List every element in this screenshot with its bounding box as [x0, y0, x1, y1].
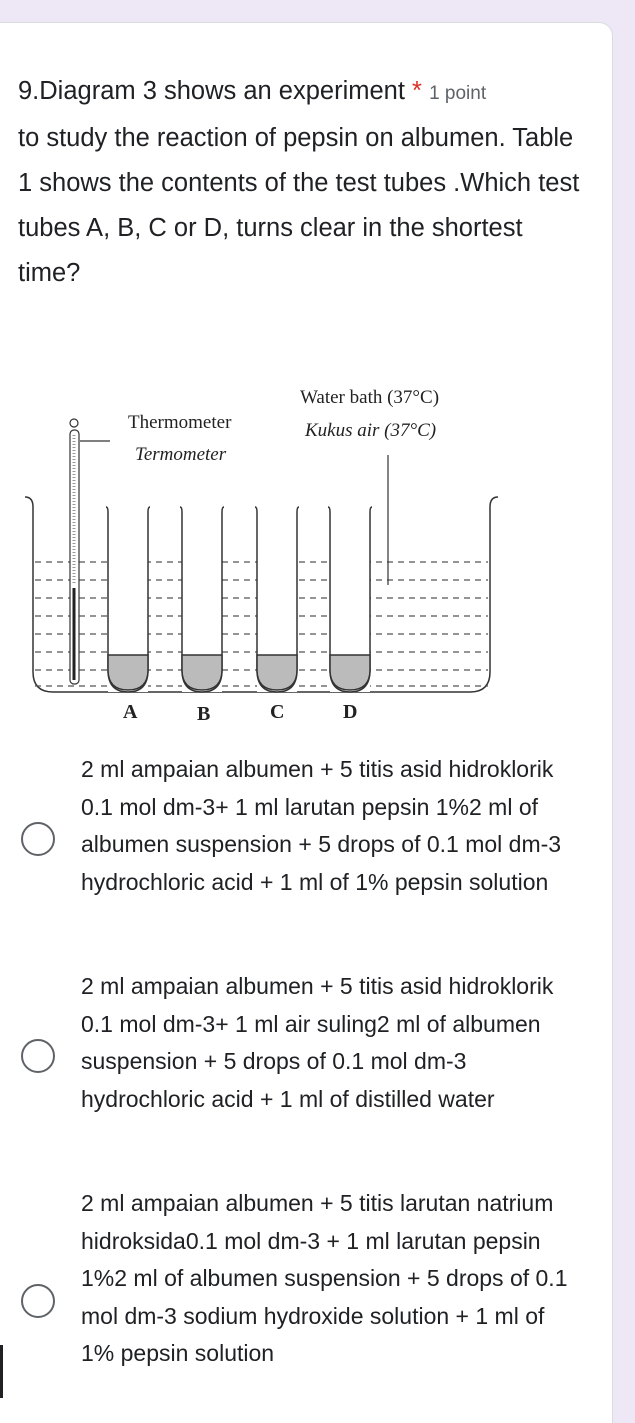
thermometer — [69, 418, 389, 685]
experiment-diagram: Water bath (37°C) Kukus air (37°C) Therm… — [24, 387, 499, 725]
radio-button[interactable] — [21, 1039, 55, 1073]
option-label: 2 ml ampaian albumen + 5 titis asid hidr… — [81, 756, 562, 895]
test-tube-b — [179, 500, 225, 693]
tube-label-b: B — [197, 703, 210, 725]
focus-indicator — [0, 1345, 3, 1398]
test-tube-c — [254, 500, 300, 693]
question-title: 9.Diagram 3 shows an experiment — [18, 77, 405, 105]
water-bath-label: Water bath (37°C) — [300, 387, 439, 408]
option-label: 2 ml ampaian albumen + 5 titis larutan n… — [81, 1190, 568, 1366]
tube-label-c: C — [270, 701, 284, 723]
question-text: 9.Diagram 3 shows an experiment * 1 poin… — [18, 69, 588, 296]
option-label: 2 ml ampaian albumen + 5 titis asid hidr… — [81, 973, 554, 1112]
tube-label-d: D — [343, 701, 357, 723]
radio-button[interactable] — [21, 1284, 55, 1318]
question-body: to study the reaction of pepsin on album… — [18, 124, 580, 287]
required-mark: * — [412, 77, 422, 105]
tube-label-a: A — [123, 701, 138, 723]
question-card — [0, 22, 613, 1423]
radio-button[interactable] — [21, 822, 55, 856]
points-label: 1 point — [429, 83, 487, 104]
test-tube-a — [105, 500, 151, 693]
termometer-label: Termometer — [135, 444, 227, 465]
kukus-air-label: Kukus air (37°C) — [304, 420, 436, 441]
test-tube-d — [327, 500, 373, 693]
thermometer-label: Thermometer — [128, 412, 232, 433]
